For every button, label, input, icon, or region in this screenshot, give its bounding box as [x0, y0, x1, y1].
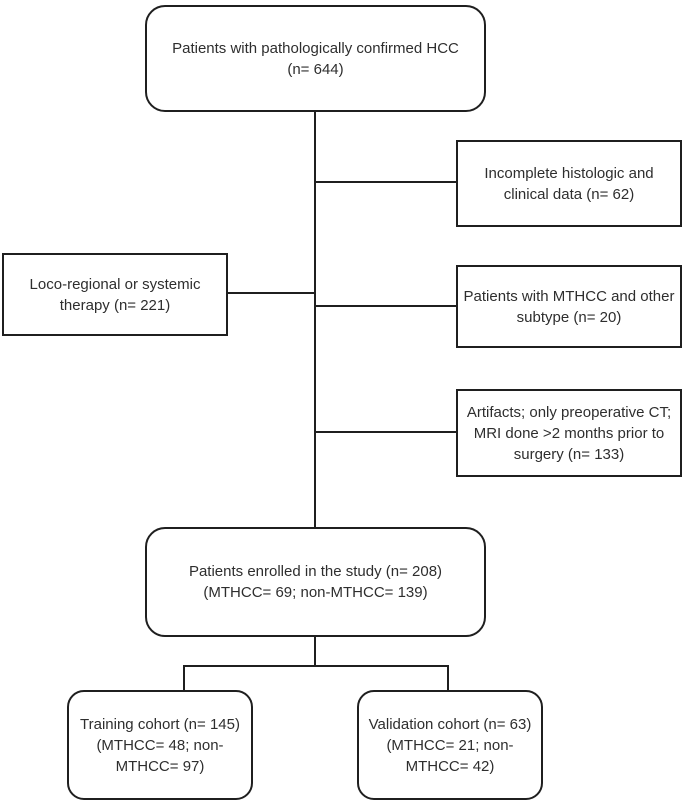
- connector-split-bar: [183, 665, 449, 667]
- node-locoregional-therapy-line2: therapy (n= 221): [59, 296, 171, 314]
- node-excluded-incomplete-data-line2: clinical data (n= 62): [503, 185, 635, 203]
- node-confirmed-hcc-line1: Patients with pathologically confirmed H…: [172, 39, 459, 57]
- node-validation-cohort-line2: (MTHCC= 21; non-: [386, 736, 514, 754]
- node-enrolled-line2: (MTHCC= 69; non-MTHCC= 139): [203, 584, 428, 601]
- connector-drop-validation: [447, 665, 449, 692]
- node-excluded-artifacts-line1: Artifacts; only preoperative CT;: [466, 403, 672, 421]
- node-excluded-incomplete-data-line1: Incomplete histologic and: [484, 164, 654, 182]
- node-locoregional-therapy: Loco-regional or systemic therapy (n= 22…: [2, 253, 228, 336]
- node-excluded-artifacts-line2: MRI done >2 months prior to: [473, 424, 665, 442]
- connector-main-spine: [314, 111, 316, 529]
- connector-drop-training: [183, 665, 185, 692]
- node-excluded-mthcc-subtype: Patients with MTHCC and other subtype (n…: [456, 265, 682, 348]
- node-training-cohort-line3: MTHCC= 97): [115, 757, 205, 775]
- connector-to-subtype: [315, 305, 456, 307]
- node-confirmed-hcc-line2: (n= 644): [287, 60, 344, 78]
- node-excluded-mthcc-subtype-line2: subtype (n= 20): [516, 308, 622, 326]
- node-excluded-artifacts: Artifacts; only preoperative CT; MRI don…: [456, 389, 682, 477]
- connector-to-incomplete-data: [315, 181, 456, 183]
- node-excluded-mthcc-subtype-line1: Patients with MTHCC and other: [463, 287, 675, 305]
- node-enrolled-line1: Patients enrolled in the study (n= 208): [188, 563, 443, 580]
- node-training-cohort-line1: Training cohort (n= 145): [80, 715, 240, 733]
- node-enrolled: Patients enrolled in the study (n= 208) …: [145, 527, 486, 637]
- node-validation-cohort: Validation cohort (n= 63) (MTHCC= 21; no…: [357, 690, 543, 800]
- node-training-cohort-line2: (MTHCC= 48; non-: [96, 736, 224, 754]
- connector-to-artifacts: [315, 431, 456, 433]
- node-validation-cohort-line1: Validation cohort (n= 63): [368, 715, 532, 733]
- node-confirmed-hcc: Patients with pathologically confirmed H…: [145, 5, 486, 112]
- connector-enrolled-stem: [314, 636, 316, 667]
- node-locoregional-therapy-line1: Loco-regional or systemic: [29, 275, 201, 293]
- node-excluded-artifacts-line3: surgery (n= 133): [513, 445, 625, 463]
- node-training-cohort: Training cohort (n= 145) (MTHCC= 48; non…: [67, 690, 253, 800]
- node-validation-cohort-line3: MTHCC= 42): [405, 757, 495, 775]
- connector-to-therapy: [227, 292, 315, 294]
- node-excluded-incomplete-data: Incomplete histologic and clinical data …: [456, 140, 682, 227]
